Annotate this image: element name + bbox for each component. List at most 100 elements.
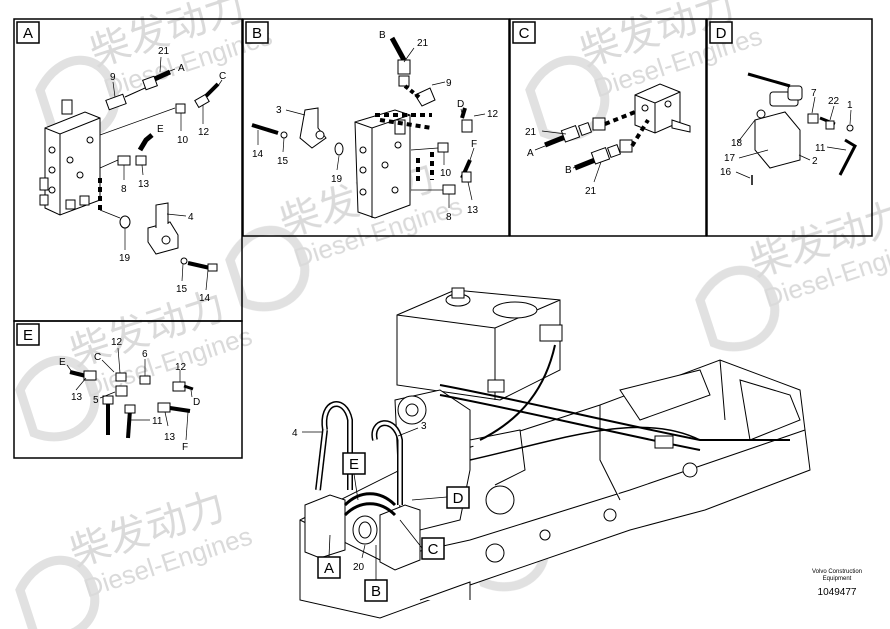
callout-a-10: 10: [177, 135, 189, 146]
callout-b-15: 15: [277, 156, 289, 167]
panel-e-callouts: 12 C 6 E 12 13 5 D 11 13 F: [59, 337, 200, 453]
valve-block-b: [354, 109, 411, 219]
panel-tags: A B C D E: [16, 21, 733, 346]
fitting-12-e-top: [115, 372, 127, 382]
callout-d-11: 11: [815, 143, 826, 154]
main-tag-B: B: [371, 583, 381, 600]
callout-b-12: 12: [487, 109, 499, 120]
panel-b-tag: B: [252, 25, 262, 42]
watermark-3: 柴发动力 Diesel-Engines: [225, 154, 466, 312]
panel-a-drawing: [39, 69, 220, 272]
main-tag-A: A: [324, 560, 334, 577]
panel-b-drawing: [251, 36, 473, 219]
callout-b-F: F: [471, 139, 477, 150]
fitting-8-b: [442, 184, 456, 195]
machine-overview: [299, 287, 811, 619]
fitting-10-b: [437, 142, 449, 153]
valve-assembly-main: [304, 492, 421, 571]
callout-a-14: 14: [199, 293, 211, 304]
bolt-14-a: [187, 261, 211, 270]
fitting-10-a: [175, 103, 186, 114]
main-tag-D: D: [453, 490, 464, 507]
washer-1-d: [846, 124, 854, 132]
fitting-c-top: [592, 117, 606, 131]
callout-b-8: 8: [446, 212, 452, 223]
callout-d-1: 1: [847, 100, 853, 111]
panel-c-frame: [509, 18, 707, 237]
panel-a-tag: A: [23, 25, 33, 42]
callout-main-20: 20: [353, 562, 365, 573]
fitting-13-e-top: [83, 370, 97, 381]
callout-a-E: E: [157, 124, 164, 135]
panel-c-tag: C: [519, 25, 530, 42]
footer-diagram-number: 1049477: [817, 587, 857, 598]
washer-18-d: [756, 109, 766, 119]
callout-e-5: 5: [93, 395, 99, 406]
bolt-14-b: [251, 123, 279, 135]
callout-c-21-bottom: 21: [585, 186, 597, 197]
hose-11-d: [838, 138, 857, 176]
panel-c-callouts: 21 A B 21: [525, 127, 602, 197]
panel-d-drawing: [747, 72, 857, 185]
hydraulic-tank: [396, 287, 563, 401]
callout-a-21: 21: [158, 46, 170, 57]
callout-e-E: E: [59, 357, 66, 368]
panel-a-callouts: 21 A 9 C E 10 12 8 13 4 19 15 14: [110, 46, 226, 304]
bracket-2-d: [754, 111, 801, 169]
panel-d-tag: D: [716, 25, 727, 42]
callout-b-9: 9: [446, 78, 452, 89]
callout-d-18: 18: [731, 138, 743, 149]
fitting-5-e: [115, 385, 128, 397]
callout-a-A: A: [178, 63, 185, 74]
panel-e-frame: [13, 320, 243, 459]
callout-d-2: 2: [812, 156, 818, 167]
washer-15-b: [280, 131, 288, 139]
callout-d-16: 16: [720, 167, 732, 178]
callout-b-13: 13: [467, 205, 479, 216]
elbow-3-b: [299, 107, 327, 149]
callout-b-B: B: [379, 30, 386, 41]
hose-21-c-bottom: [574, 143, 622, 171]
panel-b-frame: [242, 18, 510, 237]
footer-company: Volvo Construction Equipment: [792, 569, 882, 583]
callout-e-13-bottom: 13: [164, 432, 176, 443]
callout-b-10: 10: [440, 168, 452, 179]
hose-run-1: [439, 384, 790, 441]
fitting-9-a: [105, 87, 146, 111]
callout-e-12-right: 12: [175, 362, 187, 373]
callout-b-21: 21: [417, 38, 429, 49]
callout-e-D: D: [193, 397, 200, 408]
hose-4-loop: [321, 401, 353, 490]
fitting-21-b: [397, 59, 411, 75]
callout-a-12: 12: [198, 127, 210, 138]
callout-e-11: 11: [152, 416, 163, 427]
valve-block-a: [39, 99, 101, 216]
callout-a-4: 4: [188, 212, 194, 223]
callout-a-C: C: [219, 71, 226, 82]
panel-d-frame: [706, 18, 873, 237]
hose-e-a: [137, 133, 154, 152]
hose-21-c-top: [544, 121, 593, 148]
hose-21-a: [142, 69, 172, 91]
main-tag-E: E: [349, 456, 359, 473]
hose-21-b: [389, 36, 407, 62]
panel-b-callouts: B 21 9 3 D 12 14 15 19 10 F 8 13: [252, 30, 499, 223]
elbow-4-a: [147, 202, 179, 255]
callout-c-21-top: 21: [525, 127, 537, 138]
fitting-6-e: [139, 375, 151, 385]
switch-d: [769, 85, 803, 107]
callout-main-3: 3: [421, 421, 427, 432]
callout-d-22: 22: [828, 96, 840, 107]
fitting-7-d: [807, 113, 819, 124]
callout-e-13-left: 13: [71, 392, 83, 403]
callout-b-14: 14: [252, 149, 264, 160]
callout-a-9: 9: [110, 72, 116, 83]
callout-e-C: C: [94, 352, 101, 363]
main-callouts: 4 3 20: [292, 421, 427, 573]
callout-e-12-top: 12: [111, 337, 123, 348]
callout-d-17: 17: [724, 153, 736, 164]
footer-company-line1: Volvo Construction: [811, 569, 863, 575]
fitting-12-a: [194, 93, 210, 109]
callout-a-19: 19: [119, 253, 131, 264]
